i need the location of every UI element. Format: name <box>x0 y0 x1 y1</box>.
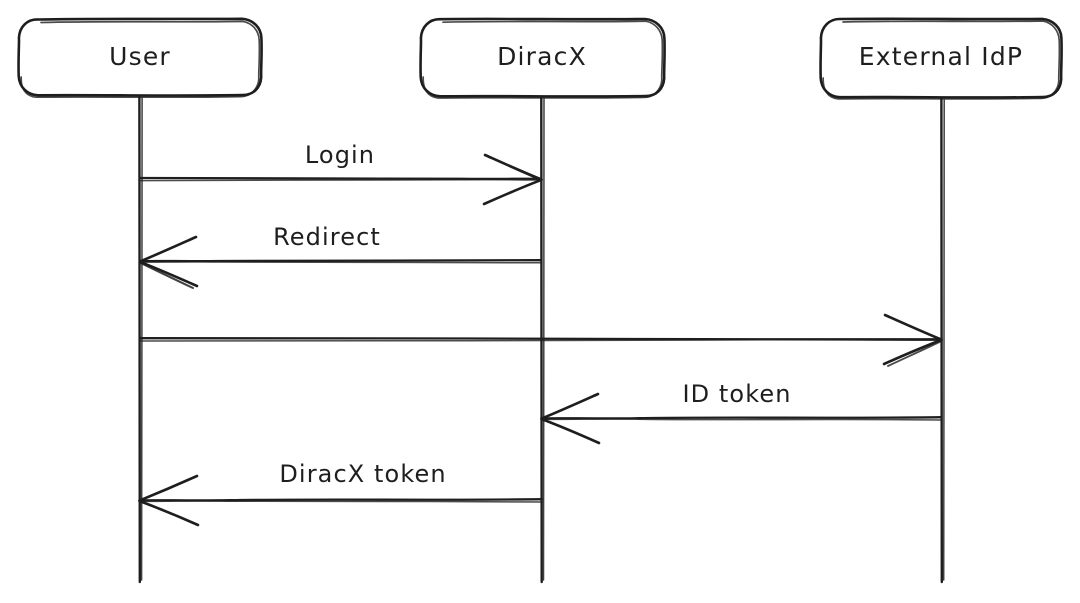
message-label-id-token: ID token <box>682 380 791 408</box>
user-box-fill <box>18 18 262 96</box>
participant-box-external-idp[interactable]: External IdP <box>819 17 1063 100</box>
diracx-box-outline <box>419 17 666 98</box>
message-arrow-diracx-token[interactable]: DiracX token <box>138 460 544 527</box>
external-idp-box-outline <box>819 17 1063 99</box>
lifeline-user <box>138 94 143 584</box>
user-box-outline <box>17 17 263 97</box>
message-arrow-login[interactable]: Login <box>138 141 543 206</box>
messages-group: Login Redirect <box>138 141 943 527</box>
participant-label-diracx: DiracX <box>497 42 587 71</box>
lifeline-external-idp <box>940 96 945 584</box>
message-arrow-redirect[interactable]: Redirect <box>138 223 543 289</box>
external-idp-box-fill <box>820 18 1062 98</box>
diracx-box-fill <box>420 18 665 97</box>
participant-label-external-idp: External IdP <box>859 42 1023 71</box>
message-label-redirect: Redirect <box>273 223 381 251</box>
message-arrow-user-to-external-idp[interactable] <box>138 313 943 367</box>
participant-box-user[interactable]: User <box>17 17 263 99</box>
participant-boxes-group: User DiracX External IdP <box>17 17 1063 100</box>
participant-label-user: User <box>109 42 171 71</box>
lifeline-diracx <box>540 95 545 584</box>
message-arrow-id-token[interactable]: ID token <box>540 380 943 445</box>
message-label-login: Login <box>305 141 375 169</box>
lifelines-group <box>138 94 945 584</box>
message-label-diracx-token: DiracX token <box>279 460 446 488</box>
participant-box-diracx[interactable]: DiracX <box>419 17 666 99</box>
